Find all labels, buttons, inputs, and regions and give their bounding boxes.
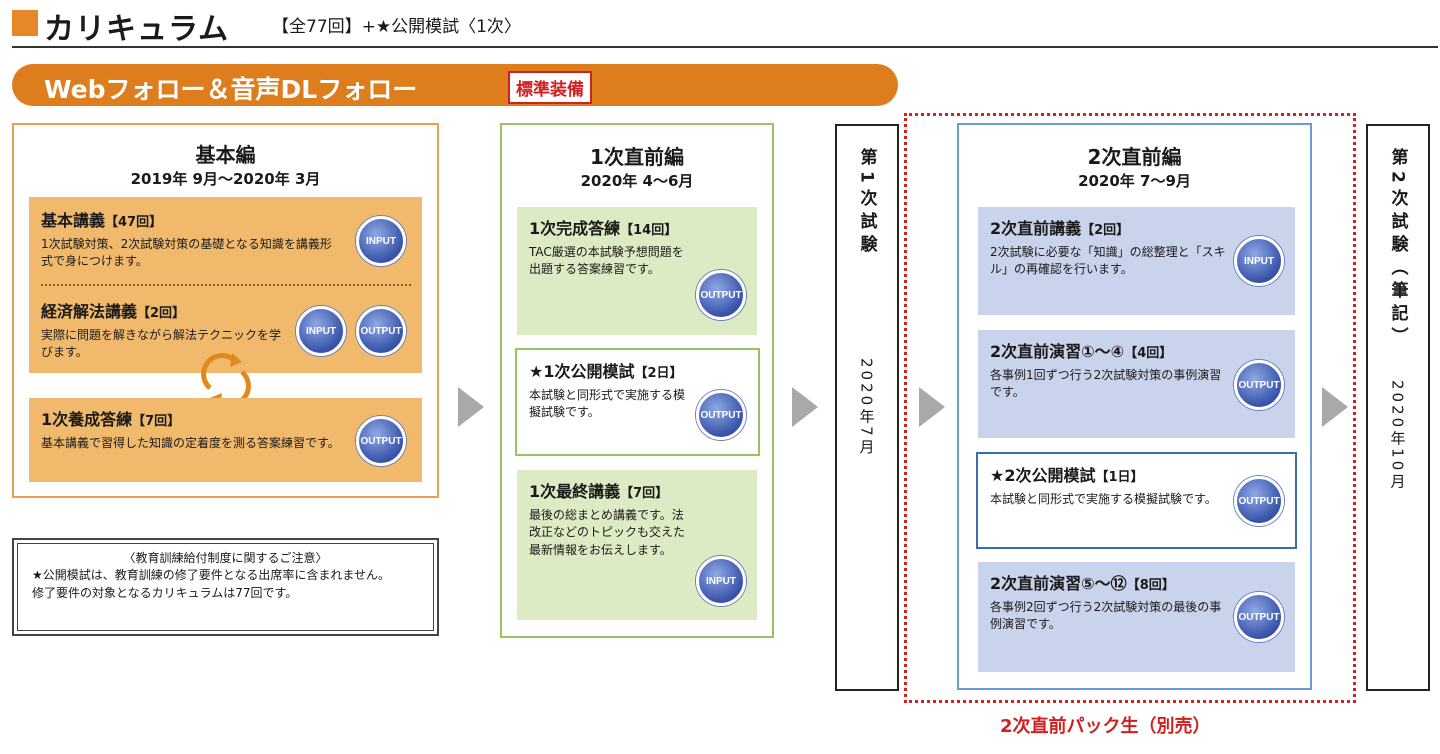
card-desc: 本試験と同形式で実施する模擬試験です。 [529, 388, 686, 420]
input-icon: INPUT [1234, 236, 1284, 286]
second-pre-date: 2020年 7～9月 [1078, 172, 1191, 190]
card-desc: 1次試験対策、2次試験対策の基礎となる知識を講義形式で身につけます。 [41, 237, 332, 269]
card-name: 2次直前演習①～④ [990, 342, 1125, 361]
card-count: 【2日】 [634, 366, 683, 381]
second-pre-section: 2次直前編 2020年 7～9月 [957, 123, 1312, 690]
card-count: 【2回】 [137, 306, 186, 321]
card-desc: 最後の総まとめ講義です。法改正などのトピックも交えた最新情報をお伝えします。 [529, 508, 686, 557]
input-icon: INPUT [356, 216, 406, 266]
card-count: 【2回】 [1081, 223, 1130, 238]
basic-card-1: 基本講義【47回】 1次試験対策、2次試験対策の基礎となる知識を講義形式で身につ… [41, 207, 341, 271]
output-icon: OUTPUT [356, 306, 406, 356]
first-pre-section: 1次直前編 2020年 4～6月 [500, 123, 774, 638]
standard-badge: 標準装備 [508, 71, 592, 104]
card-desc: 各事例2回ずつ行う2次試験対策の最後の事例演習です。 [990, 600, 1222, 632]
card-count: 【7回】 [132, 414, 181, 429]
notice-line-2: 修了要件の対象となるカリキュラムは77回です。 [32, 585, 298, 600]
card-separator [41, 284, 411, 286]
second-pack-frame [904, 113, 1356, 703]
card-desc: 本試験と同形式で実施する模擬試験です。 [990, 492, 1217, 506]
card-count: 【7回】 [620, 486, 669, 501]
card-count: 【8回】 [1126, 578, 1175, 593]
card-count: 【14回】 [620, 223, 678, 238]
output-icon: OUTPUT [696, 270, 746, 320]
pack-label: 2次直前パック生（別売） [1000, 716, 1211, 737]
input-icon: INPUT [696, 556, 746, 606]
card-desc: TAC厳選の本試験予想問題を出題する答案練習です。 [529, 245, 684, 277]
card-desc: 基本講義で習得した知識の定着度を測る答案練習です。 [41, 436, 340, 450]
output-icon: OUTPUT [1234, 592, 1284, 642]
first-exam-date: 2020年7月 [857, 357, 876, 457]
card-name: ★1次公開模試 [529, 362, 635, 381]
first-pre-title: 1次直前編 [590, 145, 684, 169]
card-name: 2次直前演習⑤～⑫ [990, 574, 1127, 593]
basic-section: 基本編 2019年 9月～2020年 3月 [12, 123, 439, 498]
first-exam-box: 第1次試験 2020年7月 [835, 124, 899, 691]
notice-box: 〈教育訓練給付制度に関するご注意〉 ★公開模試は、教育訓練の修了要件となる出席率… [12, 538, 439, 636]
arrow-right-icon [458, 387, 484, 427]
card-desc: 実際に問題を解きながら解法テクニックを学びます。 [41, 328, 282, 360]
card-count: 【4回】 [1124, 346, 1173, 361]
second-exam-box: 第2次試験（筆記） 2020年10月 [1366, 124, 1430, 691]
second-exam-label: 第2次試験（筆記） [1387, 148, 1408, 350]
arrow-right-icon [792, 387, 818, 427]
page-title: カリキュラム [44, 12, 230, 47]
arrow-right-icon [919, 387, 945, 427]
notice-line-1: ★公開模試は、教育訓練の修了要件となる出席率に含まれません。 [32, 568, 391, 583]
basic-card-2: 経済解法講義【2回】 実際に問題を解きながら解法テクニックを学びます。 [41, 298, 286, 362]
input-icon: INPUT [296, 306, 346, 356]
card-name: 1次最終講義 [529, 482, 621, 501]
card-name: 2次直前講義 [990, 219, 1082, 238]
card-desc: 2次試験に必要な「知識」の総整理と「スキル」の再確認を行います。 [990, 245, 1226, 277]
output-icon: OUTPUT [1234, 360, 1284, 410]
second-pre-title: 2次直前編 [1087, 145, 1182, 169]
notice-heading: 〈教育訓練給付制度に関するご注意〉 [123, 551, 328, 565]
arrow-right-icon [1322, 387, 1348, 427]
card-count: 【1日】 [1095, 470, 1144, 485]
card-name: 基本講義 [41, 211, 106, 230]
basic-date: 2019年 9月～2020年 3月 [130, 170, 321, 188]
output-icon: OUTPUT [1234, 476, 1284, 526]
first-pre-date: 2020年 4～6月 [580, 172, 694, 190]
output-icon: OUTPUT [696, 390, 746, 440]
follow-banner-text: Webフォロー＆音声DLフォロー [44, 75, 418, 104]
page-subtitle: 【全77回】+★公開模試〈1次〉 [272, 17, 521, 37]
output-icon: OUTPUT [356, 416, 406, 466]
follow-banner [12, 64, 898, 106]
title-marker [12, 10, 38, 36]
title-divider [12, 46, 1438, 48]
card-name: 1次養成答練 [41, 410, 133, 429]
card-name: 経済解法講義 [41, 302, 138, 321]
basic-title: 基本編 [195, 143, 256, 167]
card-name: ★2次公開模試 [990, 466, 1096, 485]
second-exam-date: 2020年10月 [1388, 379, 1407, 492]
card-name: 1次完成答練 [529, 219, 621, 238]
card-count: 【47回】 [105, 215, 163, 230]
first-exam-label: 第1次試験 [856, 148, 877, 258]
card-desc: 各事例1回ずつ行う2次試験対策の事例演習です。 [990, 368, 1222, 400]
